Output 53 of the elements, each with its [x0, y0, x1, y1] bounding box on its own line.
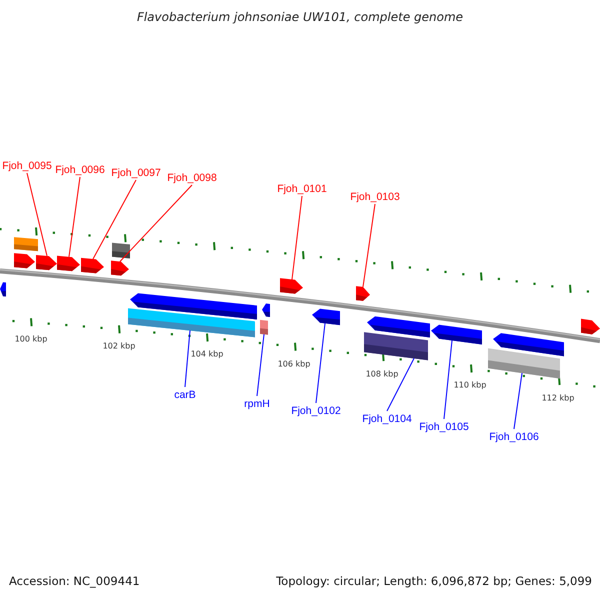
gene-label: Fjoh_0104 — [362, 413, 412, 425]
leader-line — [514, 372, 522, 430]
gene-label: Fjoh_0106 — [489, 431, 539, 443]
gene-label: Fjoh_0095 — [2, 160, 52, 172]
gene-block — [262, 304, 270, 317]
position-label: 106 kbp — [278, 359, 310, 368]
leader-line — [256, 334, 264, 396]
leader-line — [92, 180, 136, 260]
gene-block — [312, 308, 340, 326]
leader-line — [68, 176, 80, 258]
footer-text: Accession: NC_009441 — [9, 574, 140, 588]
position-label: 110 kbp — [454, 380, 486, 390]
position-label: 112 kbp — [542, 393, 574, 402]
gene-block — [81, 258, 104, 274]
gene-block — [14, 253, 35, 268]
chart-title: Flavobacterium johnsoniae UW101, complete genome — [136, 10, 464, 24]
gene-block — [57, 256, 80, 272]
gene-label: Fjoh_0102 — [291, 405, 341, 417]
feature-bar — [260, 320, 268, 335]
gene-block — [0, 282, 6, 296]
position-label: 100 kbp — [14, 334, 48, 344]
footer-text: Topology: circular; Length: 6,096,872 bp; Genes: 5,099 — [276, 574, 592, 588]
gene-block — [280, 278, 303, 294]
gene-block — [356, 286, 370, 301]
leader-line — [184, 330, 190, 388]
gene-block — [36, 255, 57, 270]
leader-line — [444, 340, 452, 420]
gene-block — [581, 318, 600, 334]
gene-label: carB — [174, 389, 196, 401]
gene-block — [130, 293, 257, 320]
position-label: 108 kbp — [366, 369, 398, 378]
gene-block — [367, 316, 430, 338]
feature-bar — [14, 237, 38, 252]
gene-label: Fjoh_0105 — [419, 421, 469, 433]
gene-block — [111, 260, 129, 276]
leader-line — [26, 172, 48, 256]
leader-line — [292, 196, 302, 280]
position-label: 102 kbp — [102, 342, 136, 351]
gene-label: rpmH — [244, 398, 270, 410]
leader-line — [362, 204, 376, 288]
gene-block — [431, 324, 482, 344]
gene-label: Fjoh_0097 — [111, 167, 161, 179]
leader-line — [316, 322, 326, 404]
gene-label: Fjoh_0103 — [350, 191, 400, 203]
feature-bar — [364, 332, 428, 360]
gene-block — [493, 333, 564, 356]
gene-label: Fjoh_0098 — [167, 172, 217, 184]
gene-label: Fjoh_0096 — [55, 164, 105, 176]
leader-line — [120, 184, 192, 262]
position-label: 104 kbp — [190, 350, 224, 359]
gene-label: Fjoh_0101 — [277, 183, 327, 195]
feature-bar — [112, 242, 130, 258]
leader-line — [386, 358, 414, 412]
